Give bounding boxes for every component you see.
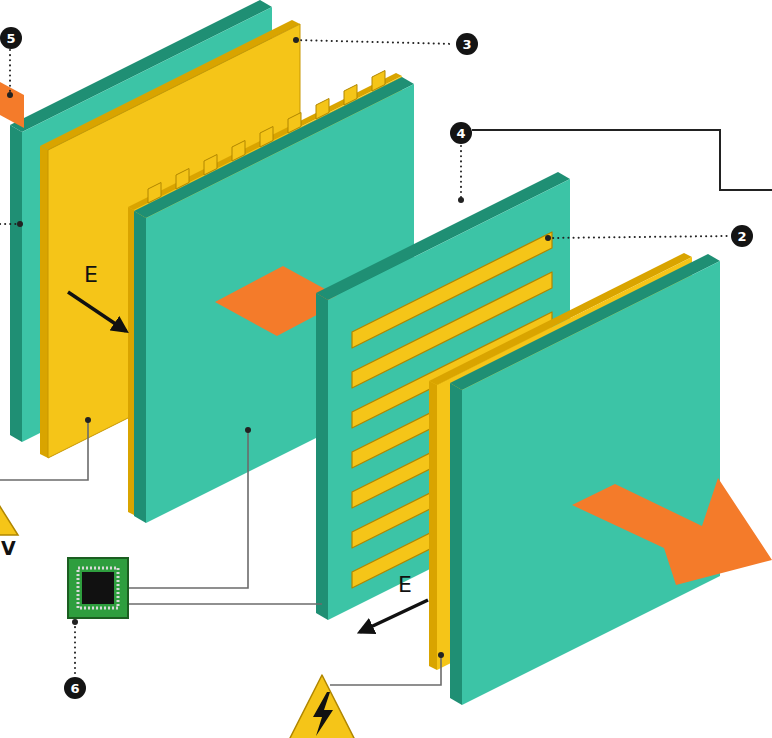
callout-circle: 6 (64, 677, 86, 699)
wire (330, 655, 441, 685)
callout-number: 6 (70, 682, 79, 695)
plate-side (316, 293, 328, 620)
light-beam-arrow (572, 478, 772, 585)
leader-dot (293, 37, 299, 43)
plate-side (128, 207, 134, 515)
contact-dot (438, 652, 444, 658)
callout-circle: 3 (456, 33, 478, 55)
callout-number: 3 (462, 38, 471, 51)
callout-circle: 4 (450, 122, 472, 144)
teal-plate (462, 261, 720, 705)
leader-line (296, 40, 454, 44)
plate-side (10, 125, 22, 442)
callout-circle: 2 (731, 225, 753, 247)
chip-pins (78, 568, 118, 608)
leader-dot (458, 197, 464, 203)
dotted-leaders (0, 40, 729, 675)
contact-dot (85, 417, 91, 423)
warning-triangle (0, 497, 18, 535)
callout-number: 2 (737, 230, 746, 243)
wire (128, 430, 248, 588)
warning-triangle (288, 675, 356, 738)
field-label: E (84, 264, 98, 286)
plate-side (450, 383, 462, 705)
leader-line (472, 130, 772, 190)
plate-side (40, 146, 48, 458)
wire (0, 420, 88, 480)
callout-number: 5 (6, 32, 15, 45)
voltage-label: V (1, 539, 16, 558)
field-arrow (68, 292, 126, 331)
leader-dot (17, 221, 23, 227)
wire-dots (85, 417, 444, 658)
leader-dot (72, 619, 78, 625)
leader-dot (545, 235, 551, 241)
leader-line (74, 622, 76, 675)
field-arrow (360, 600, 428, 632)
leader-line (9, 50, 11, 95)
plate-side (134, 211, 146, 523)
leader-dot (7, 92, 13, 98)
wires (0, 420, 441, 685)
lightning-symbol (313, 692, 333, 736)
callout-number: 4 (456, 127, 465, 140)
callout-circle: 5 (0, 27, 22, 49)
light-beam (0, 82, 24, 128)
field-label: E (398, 574, 412, 596)
leader-line (460, 146, 462, 200)
chip-body (82, 572, 114, 604)
plate-side (429, 381, 437, 670)
contact-dot (245, 427, 251, 433)
chip-board (68, 558, 128, 618)
leader-dots (7, 37, 551, 625)
leader-line (548, 236, 729, 238)
wire (128, 603, 322, 605)
